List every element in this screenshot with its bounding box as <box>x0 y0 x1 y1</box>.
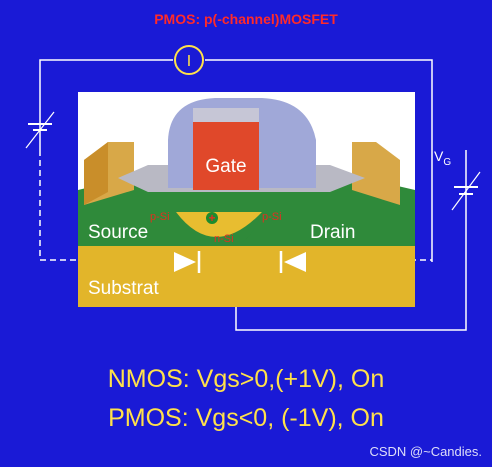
nmos-condition-text: NMOS: Vgs>0,(+1V), On <box>107 365 385 393</box>
slide-title: PMOS: p(-channel)MOSFET <box>154 11 338 27</box>
ammeter-label: I <box>187 53 191 70</box>
right-diode-icon <box>279 251 306 273</box>
n-si-label: n-Si <box>214 233 234 245</box>
gate-label: Gate <box>205 156 246 177</box>
ammeter-icon: I <box>174 45 204 75</box>
substrate-block <box>78 246 415 307</box>
substrate-label: Substrat <box>88 278 159 299</box>
hole-icon: + <box>206 211 218 225</box>
drain-region <box>292 212 412 245</box>
left-diode-icon <box>174 251 201 273</box>
drain-contact <box>352 142 400 205</box>
svg-text:+: + <box>208 211 215 225</box>
pmos-condition-text: PMOS: Vgs<0, (-1V), On <box>108 404 384 432</box>
watermark: CSDN @~Candies. <box>369 444 482 459</box>
left-variable-battery-icon <box>25 111 55 149</box>
p-si-left-label: p-Si <box>150 211 170 223</box>
gate-block <box>193 120 259 190</box>
right-variable-battery-icon <box>451 171 481 211</box>
source-region <box>80 212 176 245</box>
n-si-region <box>176 212 262 237</box>
source-label: Source <box>88 222 148 243</box>
vg-label: VG <box>434 148 451 168</box>
drain-label: Drain <box>310 222 355 243</box>
p-si-right-label: p-Si <box>262 211 282 223</box>
